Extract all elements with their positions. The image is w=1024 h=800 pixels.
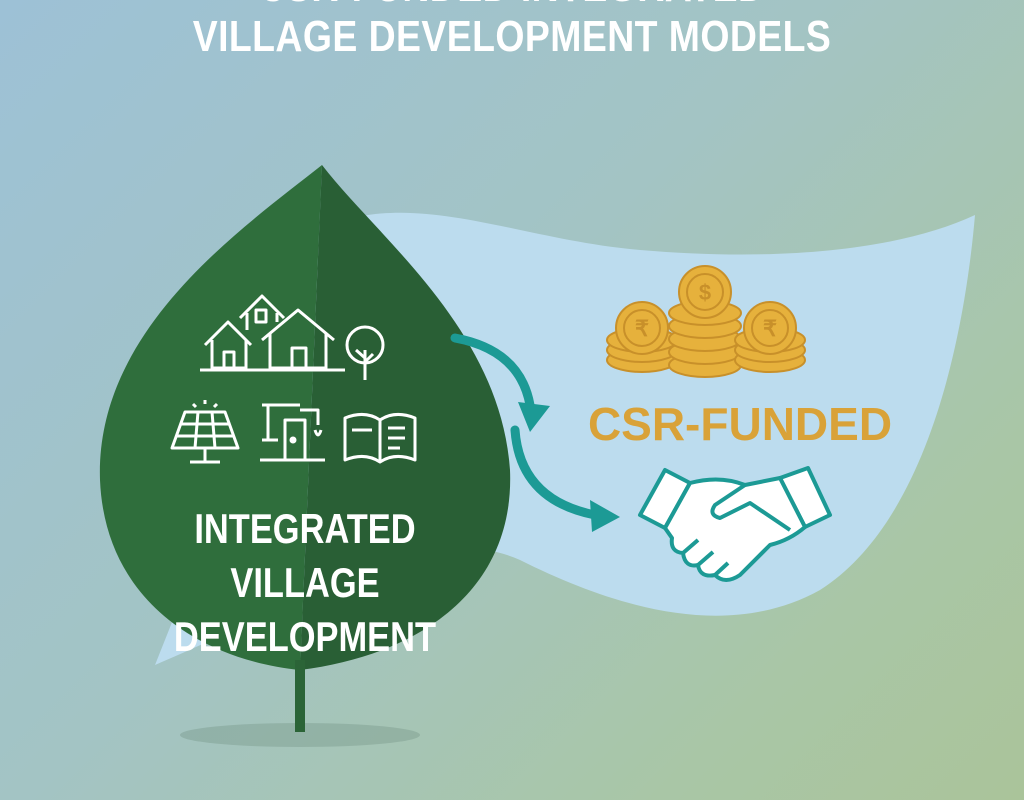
leaf-shadow — [180, 723, 420, 747]
arrow-icon — [450, 333, 600, 520]
coins-icon — [606, 265, 806, 378]
leaf — [99, 165, 511, 732]
tree-icon — [345, 325, 385, 380]
arrowhead-icon — [590, 500, 620, 532]
book-icon — [343, 413, 417, 464]
handshake-icon — [638, 466, 832, 582]
solar-panel-icon — [170, 400, 240, 464]
title-line-1: CSR-FUNDED INTEGRATED — [77, 0, 947, 10]
leaf-stem — [295, 660, 305, 732]
leaf-label: INTEGRATED VILLAGE DEVELOPMENT — [173, 505, 437, 660]
water-pump-icon — [260, 403, 325, 462]
csr-funded-label: CSR-FUNDED — [587, 398, 893, 450]
coin-symbol: $ — [699, 280, 711, 305]
houses-icon — [200, 294, 345, 372]
coin-symbol: ₹ — [763, 316, 777, 341]
coin-symbol: ₹ — [635, 316, 649, 341]
arrowhead-icon — [518, 402, 550, 432]
title-line-2: VILLAGE DEVELOPMENT MODELS — [192, 12, 832, 61]
